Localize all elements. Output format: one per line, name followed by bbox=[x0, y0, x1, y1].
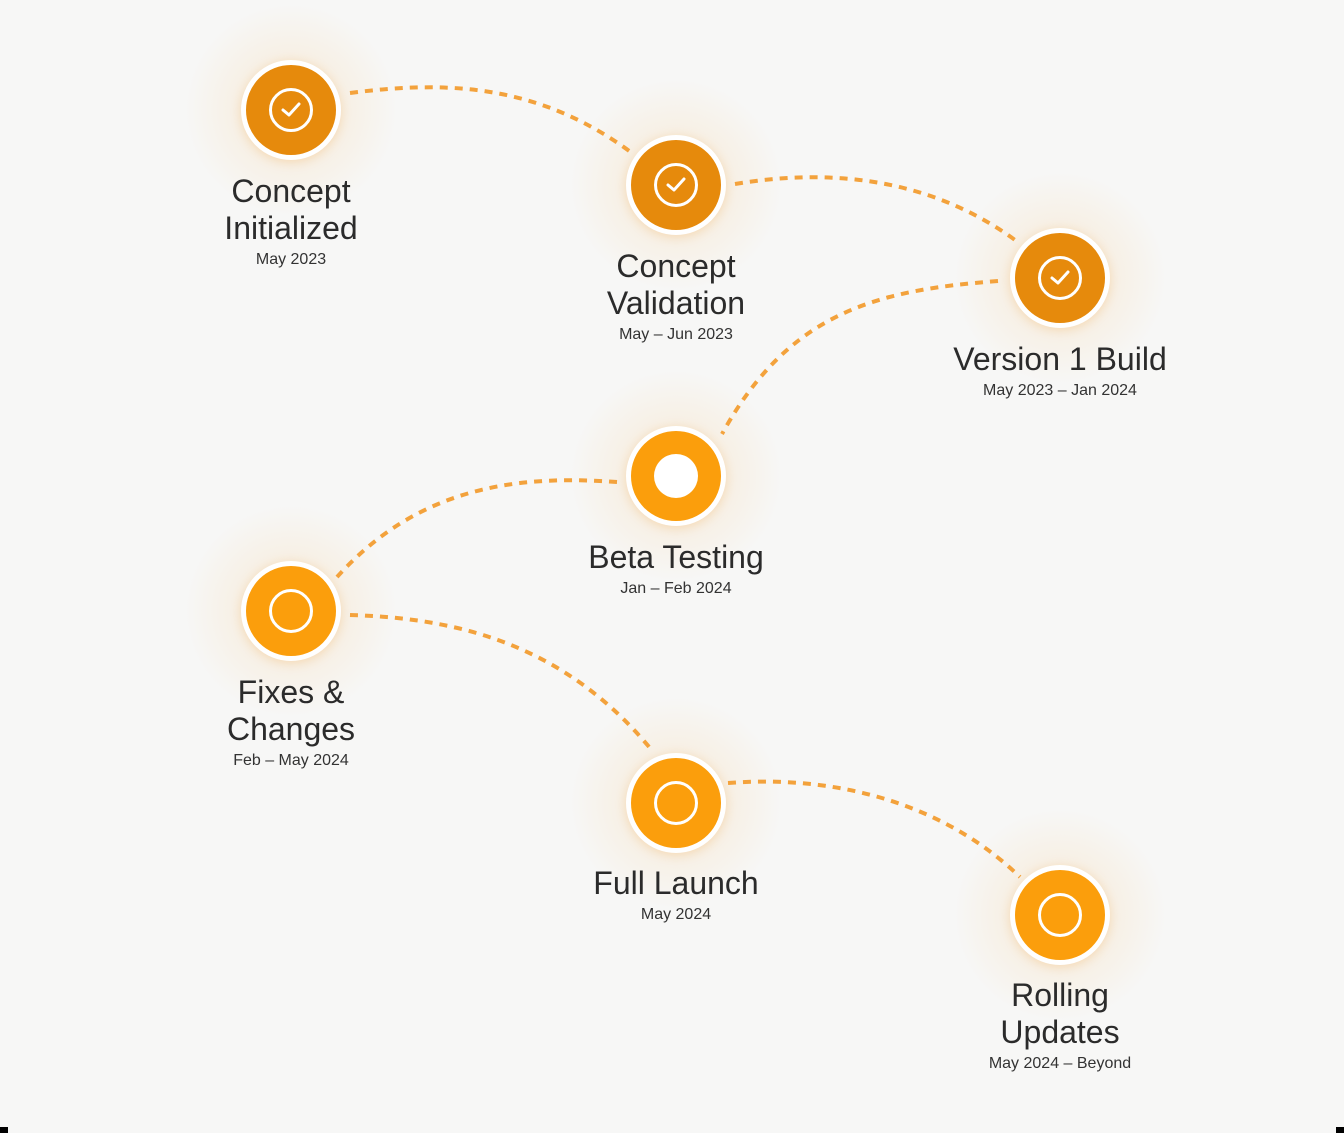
ring-icon bbox=[654, 781, 698, 825]
filled-dot-icon bbox=[654, 454, 698, 498]
milestone-label-2: Concept Validation May – Jun 2023 bbox=[546, 248, 806, 345]
milestone-node-7[interactable] bbox=[1010, 865, 1110, 965]
corner-mark-left bbox=[0, 1127, 8, 1133]
milestone-date: May 2024 bbox=[640, 906, 712, 923]
milestone-node-5[interactable] bbox=[241, 561, 341, 661]
milestone-date: May – Jun 2023 bbox=[619, 326, 733, 343]
milestone-title: Beta Testing bbox=[588, 539, 764, 575]
milestone-title: Fixes & Changes bbox=[226, 674, 356, 747]
milestone-node-3[interactable] bbox=[1010, 228, 1110, 328]
milestone-date: May 2024 – Beyond bbox=[988, 1055, 1132, 1072]
milestone-label-4: Beta Testing Jan – Feb 2024 bbox=[546, 539, 806, 599]
milestone-label-7: Rolling Updates May 2024 – Beyond bbox=[930, 977, 1190, 1074]
check-circle-icon bbox=[269, 88, 313, 132]
milestone-title: Full Launch bbox=[593, 865, 759, 901]
connector-6-7 bbox=[727, 779, 1022, 879]
ring-icon bbox=[269, 589, 313, 633]
milestone-date: May 2023 bbox=[255, 251, 327, 268]
milestone-node-1[interactable] bbox=[241, 60, 341, 160]
connector-5-6 bbox=[349, 613, 652, 750]
corner-mark-right bbox=[1336, 1127, 1344, 1133]
milestone-title: Concept Initialized bbox=[224, 173, 358, 246]
milestone-node-6[interactable] bbox=[626, 753, 726, 853]
milestone-date: May 2023 – Jan 2024 bbox=[983, 382, 1137, 399]
milestone-date: Jan – Feb 2024 bbox=[620, 580, 732, 597]
milestone-date: Feb – May 2024 bbox=[233, 752, 349, 769]
check-circle-icon bbox=[1038, 256, 1082, 300]
milestone-title: Concept Validation bbox=[606, 248, 746, 321]
milestone-node-2[interactable] bbox=[626, 135, 726, 235]
milestone-label-3: Version 1 Build May 2023 – Jan 2024 bbox=[930, 341, 1190, 401]
connector-4-5 bbox=[335, 478, 618, 579]
milestone-title: Version 1 Build bbox=[953, 341, 1167, 377]
connector-1-2 bbox=[349, 85, 634, 155]
milestone-node-4[interactable] bbox=[626, 426, 726, 526]
check-circle-icon bbox=[654, 163, 698, 207]
milestone-label-6: Full Launch May 2024 bbox=[546, 865, 806, 925]
milestone-title: Rolling Updates bbox=[1000, 977, 1120, 1050]
milestone-label-1: Concept Initialized May 2023 bbox=[161, 173, 421, 270]
milestone-label-5: Fixes & Changes Feb – May 2024 bbox=[161, 674, 421, 771]
connector-2-3 bbox=[734, 175, 1017, 242]
ring-icon bbox=[1038, 893, 1082, 937]
connector-3-4 bbox=[720, 279, 999, 435]
